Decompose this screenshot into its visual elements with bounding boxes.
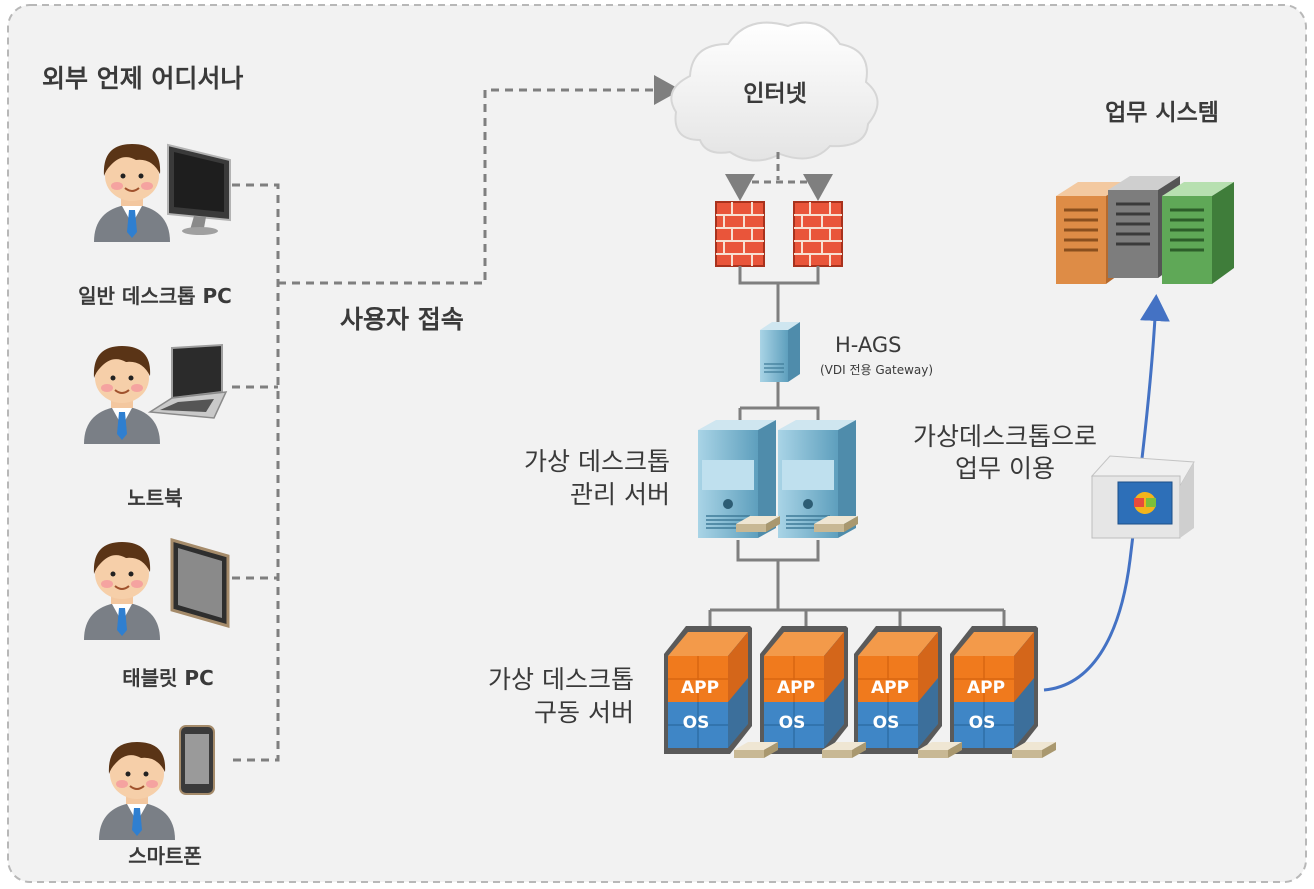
vm-cube-3: APP OS <box>853 625 943 755</box>
smartphone-icon <box>179 725 215 795</box>
vm-cube-1: APP OS <box>663 625 753 755</box>
rack-server-icon <box>1056 176 1234 284</box>
vm-cube-2: APP OS <box>759 625 849 755</box>
virtual-desktop-window-icon <box>1090 455 1195 539</box>
os-label: OS <box>873 713 900 733</box>
run-server-label-line2: 구동 서버 <box>534 698 634 727</box>
firewall-gateway-connector <box>738 266 820 326</box>
device-label: 태블릿 PC <box>122 666 214 690</box>
device-connectors <box>232 75 681 762</box>
app-label: APP <box>871 678 909 698</box>
tablet-icon <box>170 538 230 628</box>
firewall-brick-icon <box>715 201 765 267</box>
vm-cube-4: APP OS <box>949 625 1039 755</box>
mgmt-run-connector <box>708 540 1006 640</box>
user-access-label: 사용자 접속 <box>340 305 464 334</box>
business-system-label: 업무 시스템 <box>1105 100 1219 126</box>
usage-label-line1: 가상데스크톱으로 <box>913 422 1097 451</box>
device-tablet: 태블릿 PC <box>83 538 230 690</box>
desktop-monitor-icon <box>167 143 231 235</box>
mgmt-server-label-line2: 관리 서버 <box>570 480 670 509</box>
app-label: APP <box>681 678 719 698</box>
device-label: 일반 데스크톱 PC <box>78 284 232 308</box>
os-label: OS <box>969 713 996 733</box>
firewall-brick-icon <box>793 201 843 267</box>
app-label: APP <box>967 678 1005 698</box>
usage-link-arrow <box>1043 294 1170 692</box>
os-label: OS <box>683 713 710 733</box>
device-desktop: 일반 데스크톱 PC <box>78 143 232 308</box>
device-label: 노트북 <box>127 486 182 510</box>
region-title: 외부 언제 어디서나 <box>42 64 243 93</box>
gateway-description: (VDI 전용 Gateway) <box>820 363 933 377</box>
internet-firewall-connectors <box>725 152 833 201</box>
mgmt-server-label-line1: 가상 데스크톱 <box>524 447 670 476</box>
gateway-server-icon <box>760 322 800 382</box>
app-label: APP <box>777 678 815 698</box>
device-smartphone: 스마트폰 <box>98 725 215 868</box>
usage-label-line2: 업무 이용 <box>955 454 1055 483</box>
laptop-icon <box>147 343 228 419</box>
device-laptop: 노트북 <box>83 343 228 510</box>
run-server-label-line1: 가상 데스크톱 <box>488 665 634 694</box>
gateway-name: H-AGS <box>835 333 902 357</box>
internet-label: 인터넷 <box>743 81 806 107</box>
device-label: 스마트폰 <box>128 844 202 868</box>
os-label: OS <box>779 713 806 733</box>
